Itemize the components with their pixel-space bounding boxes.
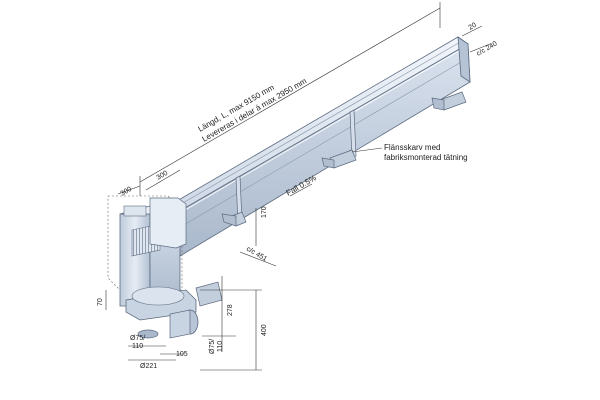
spacing-c451-label: c/c 451 (245, 246, 268, 263)
support-bracket-3 (431, 91, 467, 111)
support-bracket-4 (195, 281, 223, 307)
dim-278-label: 278 (227, 304, 234, 316)
spacing-c240-label: c/c 240 (476, 40, 499, 57)
width-300-top-label: 300 (156, 170, 170, 182)
dim-221-label: Ø221 (140, 363, 157, 370)
width-300-left-label: 300 (120, 186, 134, 198)
joint-label-line1: Flänsskarv med (384, 143, 440, 152)
support-bracket-1 (221, 211, 247, 227)
top-20-label: 20 (468, 22, 478, 32)
gully-box (107, 195, 199, 339)
pipe-b-label-top: Ø75/ (209, 339, 216, 354)
dim-70-label: 70 (97, 298, 104, 306)
pipe-b-label-bottom: 110 (217, 341, 224, 352)
support-bracket-2 (321, 149, 357, 169)
flange-joint-2 (349, 109, 357, 159)
dim-400-label: 400 (261, 324, 268, 336)
dim-105-label: 105 (176, 351, 188, 358)
pipe-a-label-bottom: 110 (132, 343, 143, 350)
dimension-lines (105, 2, 491, 371)
joint-label-line2: fabriksmonterad tätning (384, 153, 468, 162)
height-170-label: 170 (261, 206, 268, 218)
pipe-a-label-top: Ø75/ (130, 335, 145, 342)
channel-body (169, 36, 471, 257)
